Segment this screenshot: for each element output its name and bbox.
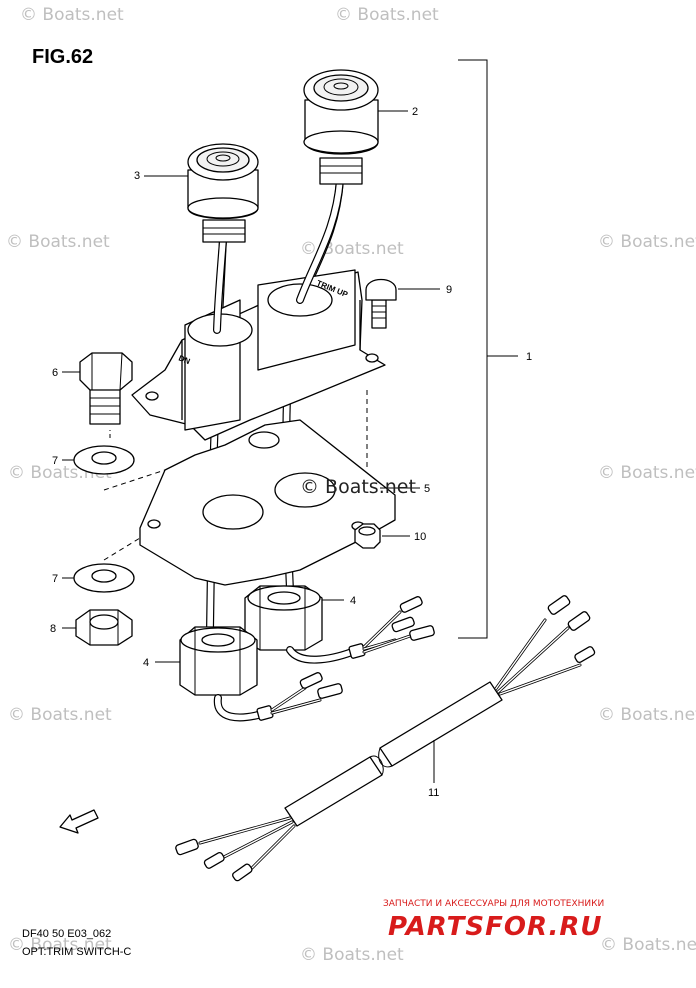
watermark: © Boats.net xyxy=(300,945,404,965)
watermark: © Boats.net xyxy=(8,935,112,955)
watermark: © Boats.net xyxy=(598,705,696,725)
watermark: © Boats.net xyxy=(6,232,110,252)
assembly-bracket xyxy=(458,59,488,639)
watermark: © Boats.net xyxy=(598,232,696,252)
dash-7b xyxy=(103,537,141,561)
figure-title: FIG.62 xyxy=(32,46,93,68)
callout-7: 7 xyxy=(52,455,58,467)
watermark: © Boats.net xyxy=(598,463,696,483)
callout-4-b: 4 xyxy=(350,595,356,607)
nut-10 xyxy=(354,523,381,549)
washer-7-upper xyxy=(73,445,135,475)
callout-5: 5 xyxy=(424,483,430,495)
extension-harness-11 xyxy=(175,595,596,882)
cable-nut-4-left xyxy=(179,626,258,696)
callout-10: 10 xyxy=(414,531,426,543)
callout-3: 3 xyxy=(134,170,140,182)
callout-6: 6 xyxy=(52,367,58,379)
callout-2: 2 xyxy=(412,106,418,118)
switch-cables-over xyxy=(213,176,344,334)
watermark: © Boats.net xyxy=(600,935,696,955)
screw-9 xyxy=(365,278,397,329)
callout-11: 11 xyxy=(428,787,439,799)
nut-8 xyxy=(75,609,133,646)
watermark-layer: © Boats.net © Boats.net © Boats.net © Bo… xyxy=(6,5,696,965)
trim-switch-right xyxy=(303,69,379,185)
promo-logo: PARTSFOR.RU xyxy=(388,912,602,942)
footer-name: OPT:TRIM SWITCH-C xyxy=(22,946,131,958)
callout-1: 1 xyxy=(526,351,532,363)
washer-7-lower xyxy=(73,563,135,593)
switch-panel: TRIM UP DN xyxy=(131,269,386,441)
watermark: © Boats.net xyxy=(335,5,439,25)
callout-7-b: 7 xyxy=(52,573,58,585)
watermark: © Boats.net xyxy=(8,705,112,725)
callout-8: 8 xyxy=(50,623,56,635)
footer-code: DF40 50 E03_062 xyxy=(22,928,111,940)
bolt-6 xyxy=(79,352,133,425)
watermark: © Boats.net xyxy=(20,5,124,25)
switch-pigtails xyxy=(213,596,435,722)
panel-label-dn: DN xyxy=(177,354,191,367)
watermark-center: © Boats.net xyxy=(300,476,416,498)
base-plate xyxy=(139,419,396,586)
callout-9: 9 xyxy=(446,284,452,296)
callout-labels: 1 2 3 4 4 5 6 7 7 8 9 10 11 xyxy=(50,106,532,799)
promo-tagline: ЗАПЧАСТИ И АКСЕССУАРЫ ДЛЯ МОТОТЕХНИКИ xyxy=(383,899,604,909)
fwd-arrow-icon: FWD xyxy=(59,809,99,834)
callout-4: 4 xyxy=(143,657,149,669)
dash-7a xyxy=(103,469,166,491)
trim-switch-left xyxy=(187,143,259,243)
